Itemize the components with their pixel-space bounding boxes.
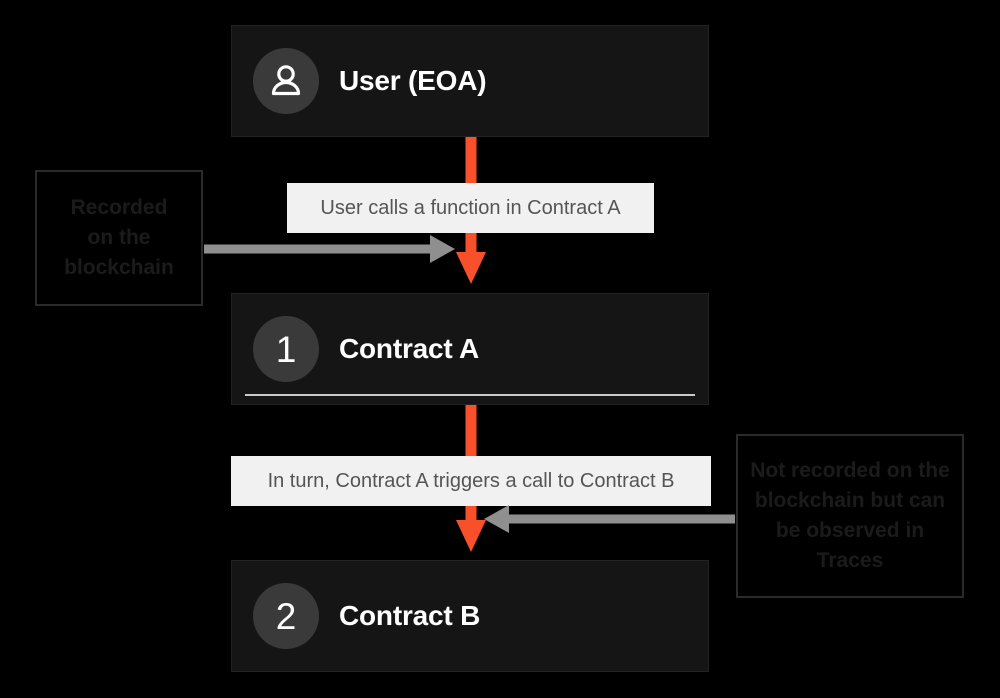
note-right-line-4: Traces <box>816 548 884 572</box>
annotation-note-recorded-on-blockchain: Recorded on the blockchain <box>35 170 203 306</box>
note-left-line-3: blockchain <box>64 255 174 279</box>
node-title-user: User (EOA) <box>339 65 487 96</box>
pointer-arrow-left-note <box>204 235 455 263</box>
note-left-line-1: Recorded <box>70 196 168 220</box>
note-right-line-2: blockchain but can <box>754 489 946 513</box>
step-label-user-calls-contract-a: User calls a function in Contract A <box>287 183 654 233</box>
annotation-note-not-recorded-on-blockchain: Not recorded on the blockchain but can b… <box>736 434 964 598</box>
card-underline <box>245 394 695 396</box>
pointer-arrow-right-note <box>484 505 735 533</box>
node-card-user[interactable]: User (EOA) <box>231 25 709 137</box>
note-right-line-1: Not recorded on the <box>750 459 950 483</box>
note-left-line-2: on the <box>87 226 151 250</box>
step-number-badge-2: 2 <box>253 583 319 649</box>
note-right-line-3: be observed in <box>775 519 925 542</box>
node-title-contract-a: Contract A <box>339 333 480 364</box>
node-card-contract-a[interactable]: 1 Contract A <box>231 293 709 405</box>
person-icon <box>253 48 319 114</box>
node-title-contract-b: Contract B <box>339 600 481 631</box>
step-number-badge-1: 1 <box>253 316 319 382</box>
node-card-contract-b[interactable]: 2 Contract B <box>231 560 709 672</box>
step-label-contract-a-calls-contract-b: In turn, Contract A triggers a call to C… <box>231 456 711 506</box>
